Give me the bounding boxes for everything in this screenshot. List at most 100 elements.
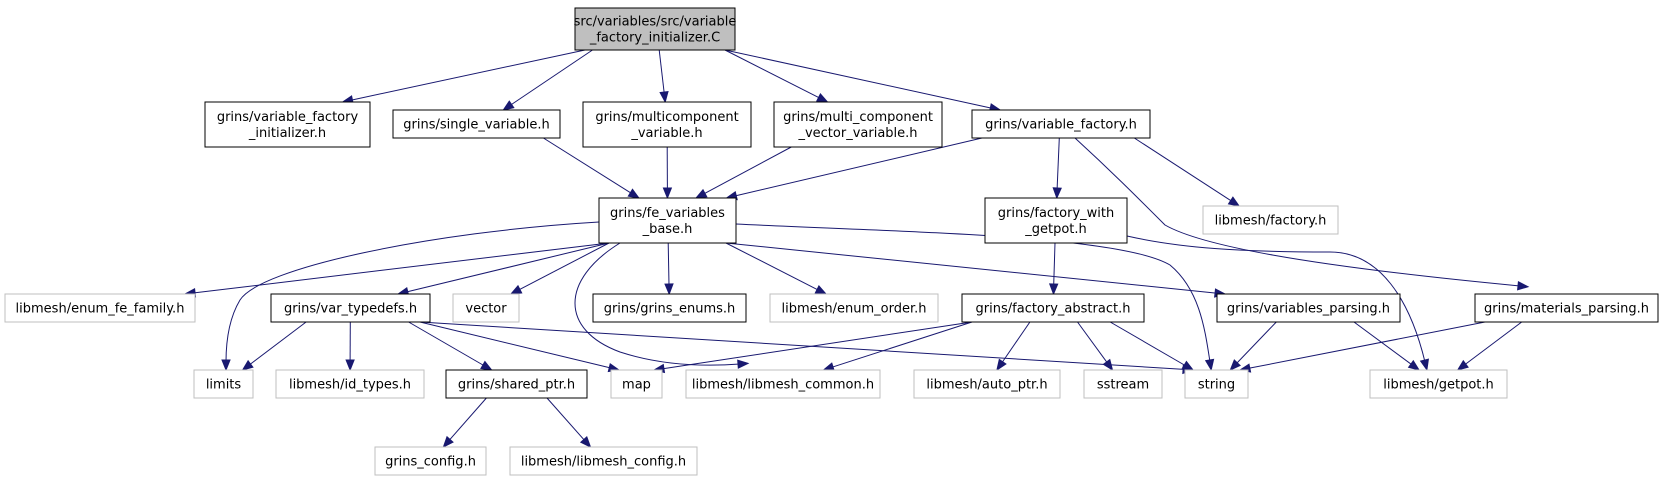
- node-box: [1083, 369, 1163, 399]
- edge-arrowhead: [996, 358, 1007, 372]
- graph-node-fa[interactable]: grins/factory_abstract.h: [961, 293, 1145, 323]
- graph-node-fwg[interactable]: grins/factory_with_getpot.h: [984, 197, 1128, 244]
- graph-node-mcvv[interactable]: grins/multi_component_vector_variable.h: [773, 101, 943, 148]
- graph-node-gc: grins_config.h: [374, 446, 487, 476]
- edge-line: [1134, 137, 1232, 202]
- graph-node-eord: libmesh/enum_order.h: [769, 293, 939, 323]
- node-box: [275, 369, 425, 399]
- node-label: _initializer.h: [248, 126, 326, 141]
- node-box: [452, 293, 520, 323]
- edge-line: [225, 221, 600, 363]
- node-label: libmesh/getpot.h: [1383, 378, 1494, 393]
- graph-node-vp[interactable]: grins/variables_parsing.h: [1216, 293, 1401, 323]
- edge-arrowhead: [241, 359, 254, 371]
- edge-fa-to-lmc: [822, 321, 973, 372]
- edge-arrowhead: [1204, 358, 1215, 372]
- edge-mcvv-to-fevb: [694, 146, 792, 199]
- edge-line: [1056, 137, 1060, 190]
- node-label: libmesh/auto_ptr.h: [926, 378, 1047, 393]
- edge-line: [724, 49, 992, 109]
- edge-line: [658, 49, 665, 94]
- graph-node-fevb[interactable]: grins/fe_variables_base.h: [598, 197, 737, 244]
- edge-arrowhead: [442, 435, 454, 449]
- node-label: grins/var_typedefs.h: [284, 302, 417, 317]
- graph-node-vtd[interactable]: grins/var_typedefs.h: [270, 293, 431, 323]
- node-box: [971, 109, 1151, 139]
- graph-node-ap: libmesh/auto_ptr.h: [913, 369, 1061, 399]
- node-label: map: [622, 378, 651, 393]
- node-label: grins/materials_parsing.h: [1484, 302, 1649, 317]
- node-box: [392, 109, 561, 139]
- node-label: grins/multicomponent: [595, 110, 738, 125]
- edge-fwg-to-gp: [1126, 235, 1429, 372]
- graph-node-genum[interactable]: grins/grins_enums.h: [592, 293, 747, 323]
- node-label: libmesh/enum_order.h: [781, 302, 926, 317]
- node-box: [445, 369, 588, 399]
- node-label: libmesh/factory.h: [1215, 214, 1327, 229]
- edge-arrowhead: [502, 100, 515, 111]
- edge-vp-to-gp: [1353, 321, 1421, 371]
- edge-fevb-to-lim: [221, 221, 600, 372]
- node-label: grins/shared_ptr.h: [458, 378, 575, 393]
- edge-fa-to-ss: [1077, 321, 1114, 372]
- node-label: _factory_initializer.C: [589, 31, 720, 46]
- node-label: grins/factory_abstract.h: [976, 302, 1131, 317]
- edge-arrowhead: [509, 284, 523, 295]
- edge-line: [724, 49, 820, 99]
- edge-root-to-mcvv: [724, 49, 829, 103]
- graph-node-sv[interactable]: grins/single_variable.h: [392, 109, 561, 139]
- edge-arrowhead: [1456, 359, 1469, 371]
- edge-root-to-vfi: [341, 49, 586, 105]
- edge-vf-to-lmf: [1134, 137, 1241, 207]
- node-label: src/variables/src/variable: [574, 15, 737, 30]
- edge-line: [249, 321, 307, 365]
- node-box: [1474, 293, 1659, 323]
- node-label: vector: [465, 302, 507, 317]
- edge-arrowhead: [737, 359, 750, 369]
- edge-line: [667, 242, 670, 286]
- node-label: grins/variable_factory.h: [985, 118, 1137, 133]
- edge-fevb-to-effam: [183, 242, 610, 298]
- node-box: [574, 7, 736, 51]
- node-label: _base.h: [642, 222, 693, 237]
- edge-line: [831, 321, 973, 368]
- node-label: grins/variable_factory: [217, 110, 359, 125]
- node-label: grins/single_variable.h: [403, 118, 549, 133]
- graph-node-ss: sstream: [1083, 369, 1163, 399]
- edge-fa-to-ap: [996, 321, 1031, 372]
- edge-arrowhead: [221, 359, 231, 372]
- graph-node-sp[interactable]: grins/shared_ptr.h: [445, 369, 588, 399]
- graph-node-vfi[interactable]: grins/variable_factory_initializer.h: [204, 101, 371, 148]
- edge-line: [408, 321, 485, 366]
- edge-line: [351, 49, 586, 101]
- edge-arrowhead: [1407, 359, 1421, 371]
- edge-line: [1248, 321, 1486, 369]
- node-box: [1202, 205, 1339, 235]
- edge-root-to-sv: [502, 49, 593, 111]
- node-box: [1184, 369, 1249, 399]
- edge-arrowhead: [1517, 281, 1530, 291]
- edge-line: [510, 49, 593, 106]
- graph-node-mcv[interactable]: grins/multicomponent_variable.h: [582, 101, 752, 148]
- edge-line: [1109, 321, 1186, 366]
- edge-line: [543, 137, 632, 194]
- edges-layer: [183, 49, 1530, 449]
- graph-node-vf[interactable]: grins/variable_factory.h: [971, 109, 1151, 139]
- node-label: limits: [206, 378, 242, 393]
- node-box: [685, 369, 881, 399]
- node-label: grins/grins_enums.h: [604, 302, 736, 317]
- graph-node-effam: libmesh/enum_fe_family.h: [4, 293, 196, 323]
- graph-node-vec: vector: [452, 293, 520, 323]
- edge-line: [1074, 137, 1521, 287]
- edge-arrowhead: [579, 436, 592, 449]
- edge-arrowhead: [816, 93, 829, 103]
- edge-vp-to-str: [1229, 321, 1277, 371]
- graph-node-mp[interactable]: grins/materials_parsing.h: [1474, 293, 1659, 323]
- edge-line: [662, 321, 973, 370]
- edge-mp-to-gp: [1456, 321, 1522, 371]
- node-box: [374, 446, 487, 476]
- edge-fa-to-str: [1109, 321, 1195, 371]
- graph-node-root[interactable]: src/variables/src/variable_factory_initi…: [574, 7, 737, 51]
- node-box: [773, 101, 943, 148]
- edge-line: [1126, 235, 1426, 363]
